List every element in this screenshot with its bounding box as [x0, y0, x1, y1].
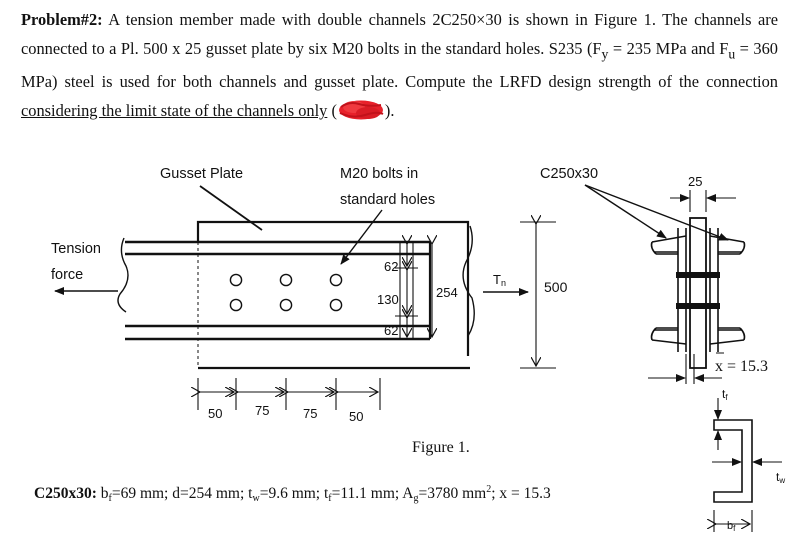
- right-channel-top-flange: [709, 235, 745, 255]
- dim-62-bottom: 62: [384, 323, 398, 338]
- bolt-hole: [329, 298, 343, 312]
- gusset-plate-section: [689, 217, 707, 369]
- section-properties: C250x30: bf=69 mm; d=254 mm; tw=9.6 mm; …: [34, 484, 551, 504]
- problem-text-1: A tension member made with double channe…: [21, 10, 778, 58]
- bolt-hole: [229, 273, 243, 287]
- plan-view: [117, 220, 475, 370]
- tn-label: Tn: [493, 272, 506, 288]
- bolt-spacing-dimensions: [395, 242, 432, 339]
- tension-label: Tension: [51, 241, 101, 257]
- left-channel-web: [677, 228, 687, 352]
- problem-number: Problem#2:: [21, 10, 103, 29]
- xbar-label: x = 15.3: [715, 358, 768, 375]
- problem-tail: (: [327, 101, 337, 121]
- section-view: [650, 217, 746, 369]
- bolts-label-line-2: standard holes: [340, 192, 435, 208]
- channel-label: C250x30: [540, 166, 598, 182]
- right-break-line: [462, 225, 475, 337]
- pitch-75-second: 75: [303, 406, 317, 421]
- plate-thickness-dimension: [670, 190, 736, 212]
- right-channel-bottom-toe: [739, 327, 746, 341]
- pitch-50-last: 50: [349, 409, 363, 424]
- bf-dimension: [714, 510, 753, 532]
- bolts-leader-line: [340, 209, 383, 265]
- bolt-section-top: [676, 272, 720, 278]
- gusset-plate-label: Gusset Plate: [160, 166, 243, 182]
- bolt-hole: [329, 273, 343, 287]
- problem-text-3: = 360 MPa) steel is used for both channe…: [21, 38, 778, 92]
- left-channel-bottom-toe: [650, 327, 657, 341]
- channel-leader-line-2: [584, 184, 729, 241]
- right-channel-top-toe: [739, 241, 746, 255]
- dim-62-top: 62: [384, 259, 398, 274]
- pitch-75-first: 75: [255, 403, 269, 418]
- figure-caption: Figure 1.: [412, 439, 470, 456]
- bolt-section-bottom: [676, 303, 720, 309]
- force-label: force: [51, 267, 83, 283]
- left-channel-bottom-flange: [651, 327, 687, 345]
- gusset-plate-outline: [196, 220, 470, 356]
- bf-label: bf: [727, 520, 736, 533]
- channel-detail: [713, 419, 753, 503]
- centroid-dimension: [648, 354, 722, 384]
- problem-close: ).: [384, 101, 395, 121]
- tw-label: tw: [776, 470, 785, 485]
- tf-label: tf: [722, 387, 728, 402]
- problem-text-2: = 235 MPa and F: [608, 38, 729, 58]
- bolts-label-line-1: M20 bolts in: [340, 166, 418, 182]
- bolt-hole: [279, 298, 293, 312]
- gusset-leader-line: [199, 185, 263, 231]
- channel-leader-line-1: [584, 184, 667, 239]
- dim-130: 130: [377, 292, 399, 307]
- right-channel-bottom-flange: [709, 327, 745, 345]
- left-channel-top-flange: [651, 235, 687, 255]
- pitch-50-first: 50: [208, 406, 222, 421]
- pitch-dimensions: [198, 378, 381, 410]
- fu-subscript: u: [728, 45, 736, 61]
- plate-width-dimension: [520, 222, 556, 369]
- bolt-hole: [229, 298, 243, 312]
- bolt-hole: [279, 273, 293, 287]
- left-break-line: [117, 237, 129, 313]
- left-channel-top-toe: [650, 241, 657, 255]
- dim-254: 254: [436, 285, 458, 300]
- problem-underlined-text: considering the limit state of the chann…: [21, 101, 328, 121]
- problem-statement: Problem#2: A tension member made with do…: [21, 6, 778, 126]
- redaction-scribble: [337, 100, 385, 120]
- dim-25: 25: [688, 174, 702, 189]
- channel-detail-outline: [713, 419, 753, 503]
- fy-subscript: y: [601, 45, 609, 61]
- dim-500: 500: [544, 279, 568, 295]
- right-channel-web: [709, 228, 719, 352]
